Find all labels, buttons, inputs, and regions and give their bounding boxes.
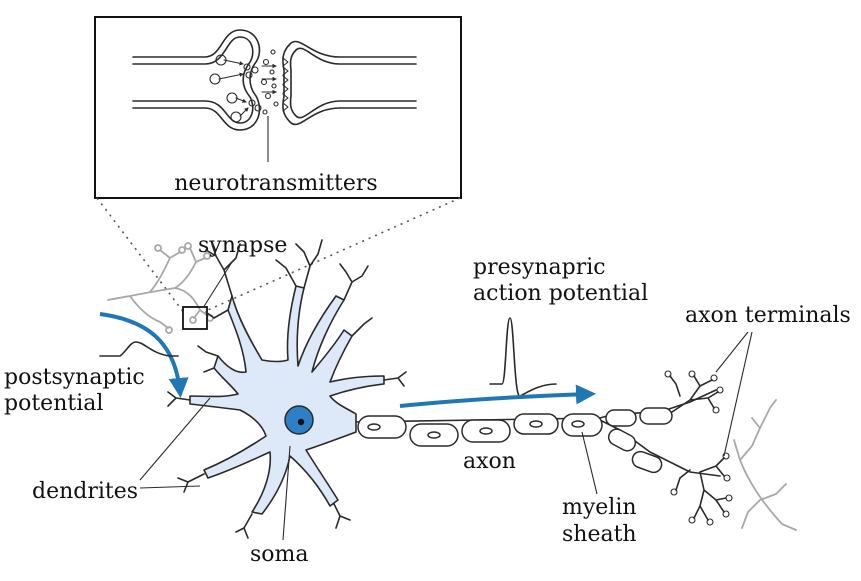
axon-label: axon — [463, 449, 516, 474]
axon-terminals-label: axon terminals — [685, 303, 851, 328]
synaptic-vesicles — [209, 54, 262, 123]
synapse-marker-box — [182, 306, 208, 330]
presynaptic-label-line2: action potential — [473, 281, 648, 306]
postsynaptic-potential-trace — [99, 341, 179, 357]
receptors — [282, 57, 289, 112]
action-potential-trace — [489, 317, 557, 397]
myelin-sheath-segments — [357, 407, 673, 474]
presynaptic-terminal — [132, 29, 262, 131]
postsynaptic-label-line1: postsynaptic — [4, 365, 145, 390]
axon-terminals-leader-2 — [723, 331, 753, 457]
neurotransmitter-molecules — [260, 49, 279, 115]
synapse-inset: neurotransmitters — [94, 16, 462, 199]
synapse-label: synapse — [198, 233, 287, 258]
postsynaptic-label-line2: potential — [4, 391, 103, 416]
postsynaptic-arrow — [99, 312, 189, 398]
upstream-axon-terminal — [107, 242, 214, 334]
soma-leader — [282, 445, 291, 541]
myelin-label-line1: myelin — [562, 495, 637, 520]
axon-terminals — [664, 370, 733, 526]
axon-terminals-leader-1 — [715, 331, 749, 373]
neuron-cell-body — [167, 239, 407, 539]
myelin-leader — [581, 431, 598, 495]
dendrites-leader-2 — [139, 485, 201, 489]
presynaptic-label-line1: presynapric — [473, 255, 606, 280]
neurotransmitters-label: neurotransmitters — [174, 171, 377, 196]
downstream-dendrite — [733, 399, 797, 531]
postsynaptic-terminal — [282, 40, 417, 126]
dendrites-label: dendrites — [32, 479, 138, 504]
dendrites-leader-1 — [139, 397, 211, 481]
myelin-label-line2: sheath — [562, 522, 637, 547]
soma-label: soma — [250, 542, 309, 567]
soma-shape — [189, 285, 385, 515]
signal-direction-arrow — [399, 384, 596, 408]
synapse-leader — [202, 261, 233, 309]
axon — [355, 389, 721, 477]
nucleolus — [297, 418, 305, 426]
